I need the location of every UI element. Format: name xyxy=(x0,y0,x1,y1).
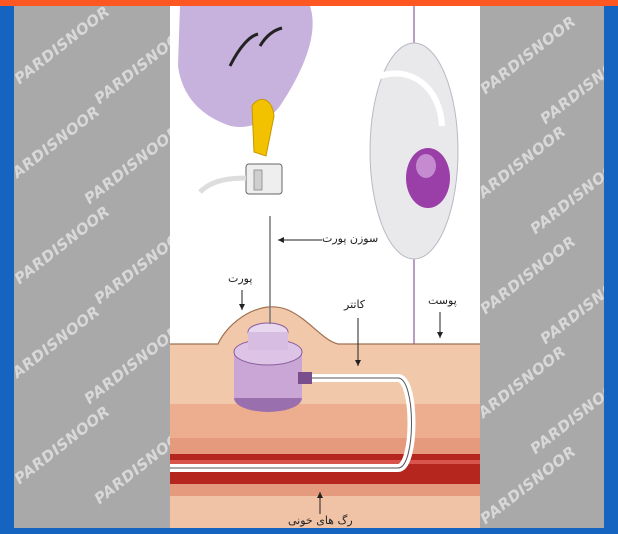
watermark: PARDISNOOR xyxy=(480,342,569,428)
label-port: پورت xyxy=(228,272,252,285)
needle-hub xyxy=(246,164,282,194)
watermark: PARDISNOOR xyxy=(91,22,170,108)
gloved-hand xyxy=(178,6,313,127)
label-port-needle: سوزن پورت xyxy=(322,232,378,245)
watermark: PARDISNOOR xyxy=(14,302,103,388)
watermark: PARDISNOOR xyxy=(480,12,579,98)
watermark: PARDISNOOR xyxy=(14,402,113,488)
label-catheter: کاتتر xyxy=(344,298,365,311)
watermark: PARDISNOOR xyxy=(91,222,170,308)
watermark: PARDISNOOR xyxy=(14,102,103,188)
watermark: PARDISNOOR xyxy=(14,6,113,88)
watermark: PARDISNOOR xyxy=(14,202,113,288)
extension-tube xyxy=(200,178,246,192)
watermark: PARDISNOOR xyxy=(81,322,170,408)
watermark: PARDISNOOR xyxy=(537,42,604,128)
subcutaneous-layer xyxy=(170,404,480,438)
watermark-panel-left: PARDISNOOR PARDISNOOR PARDISNOOR PARDISN… xyxy=(14,6,170,528)
watermark: PARDISNOOR xyxy=(537,262,604,348)
label-blood-vessel: رگ های خونی xyxy=(288,514,353,527)
watermark: PARDISNOOR xyxy=(480,442,579,528)
needle-hub-detail xyxy=(254,170,262,190)
vessel-highlight xyxy=(170,460,480,464)
needle-holder xyxy=(252,99,274,156)
watermark: PARDISNOOR xyxy=(81,122,170,208)
watermark: PARDISNOOR xyxy=(91,422,170,508)
label-skin: پوست xyxy=(428,294,457,307)
watermark: PARDISNOOR xyxy=(480,232,579,318)
watermark: PARDISNOOR xyxy=(480,122,569,208)
watermark-panel-right: PARDISNOOR PARDISNOOR PARDISNOOR PARDISN… xyxy=(480,6,604,528)
port-septum-body xyxy=(248,332,288,350)
inset-port-septum xyxy=(416,154,436,178)
watermark: PARDISNOOR xyxy=(527,152,604,238)
port-diagram xyxy=(170,6,480,528)
port-connector xyxy=(298,372,312,384)
medical-illustration: سوزن پورت پورت کاتتر پوست رگ های خونی xyxy=(170,6,480,528)
